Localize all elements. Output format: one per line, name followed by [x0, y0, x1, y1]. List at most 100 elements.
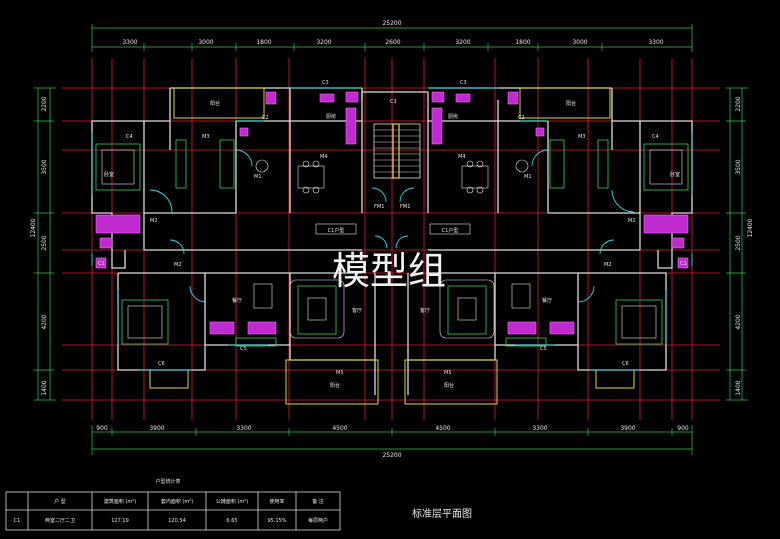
label-bedroom-right: 卧室	[670, 171, 680, 178]
table-header-net: 套内面积 (m²)	[161, 498, 193, 505]
right-dim-1: 2200	[735, 96, 742, 111]
bottom-dim-2: 3900	[149, 425, 164, 432]
bottom-dimension-segments: 900 3900 3300 4500 4500 3300 3900 900	[96, 425, 689, 432]
unit-tags: C1户型 C1户型	[315, 223, 471, 235]
label-c1-left: C1	[98, 261, 105, 267]
label-m1-right: M1	[524, 174, 532, 180]
unit-tag-left: C1户型	[328, 227, 345, 234]
watermark-text: 模型组	[332, 249, 446, 293]
top-dim-4: 3200	[316, 39, 331, 46]
right-dimension-segments: 2200 3500 2500 4200 1400 12400	[735, 96, 754, 395]
right-dim-4: 4200	[735, 314, 742, 329]
left-dim-5: 1400	[41, 380, 48, 395]
bottom-dim-8: 900	[677, 425, 689, 432]
label-dining-right: 餐厅	[542, 297, 552, 304]
furniture	[95, 139, 689, 347]
top-dimension-segments: 3300 3000 1800 3200 2600 3200 1800 3000 …	[122, 39, 663, 46]
bottom-dim-5: 4500	[435, 425, 450, 432]
label-balcony-bottom-left: 阳台	[330, 382, 340, 389]
left-dim-3: 2500	[41, 235, 48, 250]
top-dim-6: 3200	[455, 39, 470, 46]
table-cell-shared: 6.65	[226, 518, 237, 524]
table-cell-ratio: 95.15%	[267, 518, 286, 524]
top-dim-8: 3000	[572, 39, 587, 46]
label-c5-right: C5	[540, 346, 547, 352]
label-m2-right-top: M2	[628, 218, 636, 224]
label-m2-right-bot: M2	[604, 262, 612, 268]
label-c5-left: C5	[240, 346, 247, 352]
right-dim-3: 2500	[735, 235, 742, 250]
bottom-dim-4: 4500	[332, 425, 347, 432]
table-row: C1 两室二厅二卫 127.19 120.54 6.65 95.15% 每层两户	[14, 517, 328, 524]
label-kitchen-left: 厨房	[326, 113, 336, 120]
label-balcony-bottom-right: 阳台	[444, 382, 454, 389]
table-header-type: 户 型	[54, 498, 66, 505]
table-cell-id: C1	[14, 518, 21, 524]
label-m3-right: M3	[578, 134, 586, 140]
label-c2-right: C2	[518, 115, 525, 121]
left-dim-1: 2200	[41, 96, 48, 111]
bottom-dim-7: 3900	[620, 425, 635, 432]
label-m2-left-bot: M2	[174, 262, 182, 268]
furniture-outlines	[101, 149, 683, 339]
right-dim-total: 12400	[747, 218, 754, 237]
table-cell-net: 120.54	[168, 518, 186, 524]
label-c6-left: C6	[158, 361, 165, 367]
label-c4-left: C4	[126, 134, 133, 140]
table-header-shared: 公摊面积 (m²)	[216, 498, 248, 505]
label-m5-right: M5	[444, 370, 452, 376]
left-dim-total: 12400	[30, 218, 37, 237]
label-kitchen-right: 厨房	[448, 113, 458, 120]
label-m1-left: M1	[254, 174, 262, 180]
top-dim-7: 1800	[515, 39, 530, 46]
table-header-ratio: 使用率	[269, 498, 284, 505]
label-fm1-right: FM1	[400, 204, 410, 210]
label-m4-left: M4	[320, 154, 328, 160]
left-dimension-segments: 2200 3500 2500 4200 1400 12400	[30, 96, 48, 395]
bottom-dim-6: 3300	[532, 425, 547, 432]
label-m4-right: M4	[458, 154, 466, 160]
unit-tag-right: C1户型	[442, 227, 459, 234]
left-dim-4: 4200	[41, 314, 48, 329]
label-c6-right: C6	[622, 361, 629, 367]
label-c3-mid: C3	[390, 99, 397, 105]
top-dim-3: 1800	[256, 39, 271, 46]
table-cell-note: 每层两户	[308, 517, 328, 524]
left-dim-2: 3500	[41, 159, 48, 174]
stairwell	[373, 123, 421, 179]
room-labels: C3 C3 C3 C2 C2 C4 C4 C5 C5 C6 C6 C1 C1 M…	[98, 80, 687, 389]
label-m5-left: M5	[336, 370, 344, 376]
label-bedroom-left: 卧室	[104, 171, 114, 178]
label-living-right: 客厅	[420, 307, 430, 314]
label-balcony-right: 阳台	[566, 100, 576, 107]
table-cell-type: 两室二厅二卫	[45, 517, 75, 524]
label-m3-left: M3	[202, 134, 210, 140]
table-cell-gross: 127.19	[111, 518, 129, 524]
label-c1-right: C1	[680, 261, 687, 267]
table-header-note: 备 注	[312, 498, 324, 505]
label-c3-right: C3	[460, 80, 467, 86]
table-title: 户型统计表	[155, 478, 180, 485]
label-fm1-left: FM1	[374, 204, 384, 210]
right-dim-5: 1400	[735, 380, 742, 395]
unit-statistics-table: 户型统计表 户 型 建筑面积 (m²) 套内面积 (m²) 公摊面积 (m²) …	[5, 478, 341, 531]
bottom-dim-1: 900	[96, 425, 108, 432]
overall-width-bottom: 25200	[382, 452, 401, 459]
overall-width-top: 25200	[382, 20, 401, 27]
label-c4-right: C4	[652, 134, 659, 140]
drawing-title: 标准层平面图	[412, 508, 472, 520]
label-balcony-left: 阳台	[210, 100, 220, 107]
dimension-lines	[34, 24, 748, 455]
right-dim-2: 3500	[735, 159, 742, 174]
label-m2-left-top: M2	[150, 218, 158, 224]
bottom-dim-3: 3300	[236, 425, 251, 432]
windows-and-doors	[91, 87, 693, 371]
dimension-ticks	[34, 43, 746, 436]
label-living-left: 客厅	[352, 307, 362, 314]
label-c2-left: C2	[262, 115, 269, 121]
top-dim-9: 3300	[648, 39, 663, 46]
table-header-gross: 建筑面积 (m²)	[104, 498, 136, 505]
top-dim-1: 3300	[122, 39, 137, 46]
label-c3-left: C3	[322, 80, 329, 86]
